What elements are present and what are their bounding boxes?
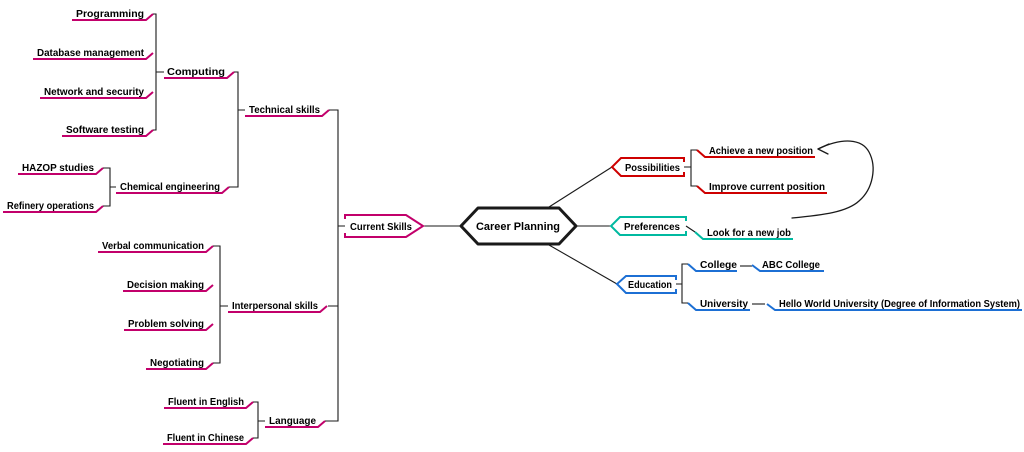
shape-education[interactable] (615, 275, 677, 294)
underline-verbal-communication (98, 245, 214, 253)
topic-negotiating[interactable]: Negotiating (150, 358, 204, 369)
bracket-technical-children (229, 71, 245, 188)
underline-network-security (40, 91, 154, 99)
topic-college[interactable]: College (700, 260, 737, 271)
topic-fluent-in-chinese[interactable]: Fluent in Chinese (167, 433, 244, 444)
link-root-education (548, 244, 618, 285)
topic-language[interactable]: Language (269, 416, 316, 427)
underline-interpersonal-skills (228, 305, 328, 313)
underline-university (687, 302, 750, 311)
underline-chemical-engineering (116, 186, 230, 194)
topic-university[interactable]: University (700, 299, 748, 310)
underline-fluent-chinese (163, 437, 254, 445)
link-preferences-child (685, 225, 696, 233)
topic-possibilities[interactable]: Possibilities (625, 163, 680, 174)
shape-preferences[interactable] (609, 216, 687, 236)
topic-hazop-studies[interactable]: HAZOP studies (22, 163, 94, 174)
topic-current-skills[interactable]: Current Skills (350, 222, 412, 233)
relationship-arrow[interactable] (791, 140, 874, 219)
topic-improve-current-position[interactable]: Improve current position (709, 182, 825, 193)
underline-achieve-position (696, 149, 815, 158)
bracket-education-children (676, 263, 688, 304)
topic-hello-world-university[interactable]: Hello World University (Degree of Inform… (779, 299, 1020, 310)
topic-network-and-security[interactable]: Network and security (44, 87, 144, 98)
underline-language (265, 420, 326, 428)
underline-hello-world-university (766, 303, 1022, 311)
underline-computing (164, 71, 235, 79)
shape-possibilities[interactable] (610, 157, 685, 177)
bracket-possibilities-children (684, 149, 697, 187)
topic-computing[interactable]: Computing (167, 67, 225, 78)
underline-abc-college (751, 264, 824, 272)
underline-negotiating (146, 362, 214, 370)
topic-software-testing[interactable]: Software testing (66, 125, 144, 136)
topic-achieve-a-new-position[interactable]: Achieve a new position (709, 146, 813, 157)
topic-technical-skills[interactable]: Technical skills (249, 105, 320, 116)
root-node-shape[interactable] (459, 206, 578, 246)
bracket-language-children (253, 401, 265, 439)
relationship-arrowhead (817, 143, 830, 155)
topic-database-management[interactable]: Database management (37, 48, 145, 59)
topic-education[interactable]: Education (628, 280, 672, 291)
topic-fluent-in-english[interactable]: Fluent in English (168, 397, 244, 408)
underline-fluent-english (164, 401, 254, 409)
underline-problem-solving (124, 323, 214, 331)
underline-improve-position (696, 185, 827, 194)
bracket-current-skills-children (325, 109, 345, 422)
underline-decision-making (123, 284, 214, 292)
underline-college (687, 263, 737, 272)
topic-chemical-engineering[interactable]: Chemical engineering (120, 182, 220, 193)
topic-refinery-operations[interactable]: Refinery operations (7, 201, 94, 212)
topic-career-planning[interactable]: Career Planning (476, 221, 560, 233)
underline-software-testing (62, 129, 154, 137)
topic-preferences[interactable]: Preferences (624, 222, 680, 233)
bracket-interpersonal-children (213, 245, 228, 364)
underline-look-new-job (694, 231, 793, 240)
topic-programming[interactable]: Programming (76, 9, 144, 20)
topic-decision-making[interactable]: Decision making (127, 280, 204, 291)
topic-abc-college[interactable]: ABC College (762, 260, 820, 271)
underline-refinery (3, 205, 104, 213)
underline-programming (72, 13, 154, 21)
bracket-computing-children (153, 13, 164, 131)
underline-database-management (33, 52, 154, 60)
shape-current-skills[interactable] (344, 214, 425, 238)
topic-verbal-communication[interactable]: Verbal communication (102, 241, 204, 252)
topic-problem-solving[interactable]: Problem solving (128, 319, 204, 330)
link-root-possibilities (548, 166, 613, 208)
topic-interpersonal-skills[interactable]: Interpersonal skills (232, 301, 318, 312)
bracket-chemical-children (103, 167, 116, 207)
underline-technical-skills (245, 109, 330, 117)
topic-look-for-a-new-job[interactable]: Look for a new job (707, 228, 791, 239)
underline-hazop (18, 167, 104, 175)
